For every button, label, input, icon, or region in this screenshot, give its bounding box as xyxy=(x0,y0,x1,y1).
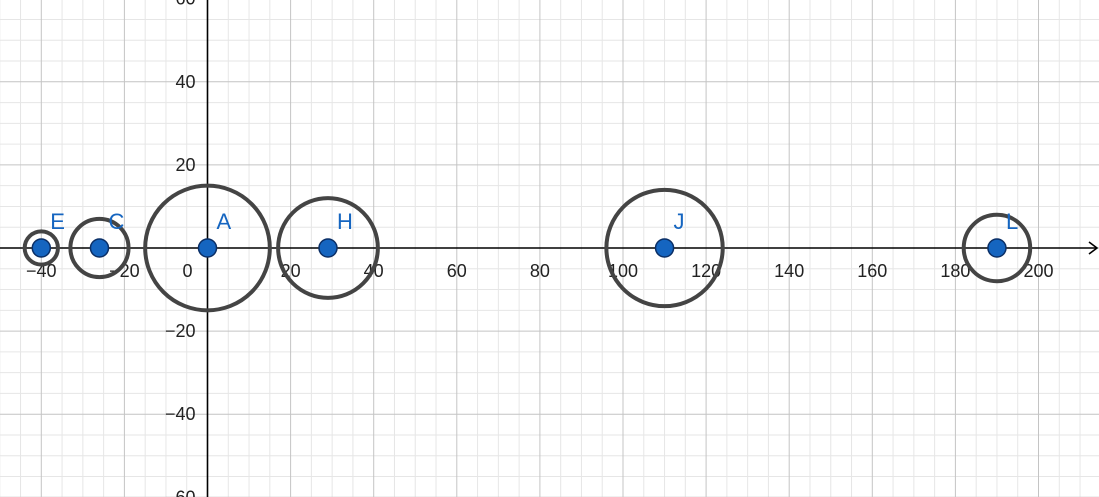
point-e[interactable] xyxy=(31,238,52,258)
x-tick-label: 160 xyxy=(857,261,887,281)
point-label-l: L xyxy=(1006,209,1018,234)
circle-e xyxy=(22,229,60,267)
x-tick-label: 60 xyxy=(447,261,467,281)
x-tick-label: 200 xyxy=(1023,261,1053,281)
point-label-j: J xyxy=(674,209,685,234)
circle-c xyxy=(68,216,131,280)
y-tick-label: 20 xyxy=(175,155,195,175)
x-axis-arrow xyxy=(1088,241,1099,255)
x-tick-label: 0 xyxy=(182,261,192,281)
point-l[interactable] xyxy=(987,238,1007,258)
point-label-a: A xyxy=(217,209,232,234)
x-tick-label: 80 xyxy=(530,261,550,281)
point-c[interactable] xyxy=(89,238,110,258)
y-tick-label: −40 xyxy=(165,404,196,424)
point-label-c: C xyxy=(108,209,124,234)
y-tick-label: −60 xyxy=(165,487,196,497)
circles xyxy=(22,183,1033,313)
point-j[interactable] xyxy=(654,238,675,258)
point-label-h: H xyxy=(337,209,353,234)
y-tick-label: −20 xyxy=(165,321,196,341)
point-a[interactable] xyxy=(197,238,218,258)
x-tick-label: 180 xyxy=(940,261,970,281)
circle-j xyxy=(604,187,725,309)
y-tick-label: 60 xyxy=(175,0,195,9)
point-h[interactable] xyxy=(318,238,338,258)
y-tick-label: 40 xyxy=(175,72,195,92)
circle-h xyxy=(276,196,380,300)
point-label-e: E xyxy=(50,209,65,234)
x-tick-label: −20 xyxy=(109,261,140,281)
x-tick-label: 140 xyxy=(774,261,804,281)
circle-l xyxy=(961,212,1033,284)
x-tick-label: −40 xyxy=(26,261,57,281)
circle-a xyxy=(143,183,272,313)
